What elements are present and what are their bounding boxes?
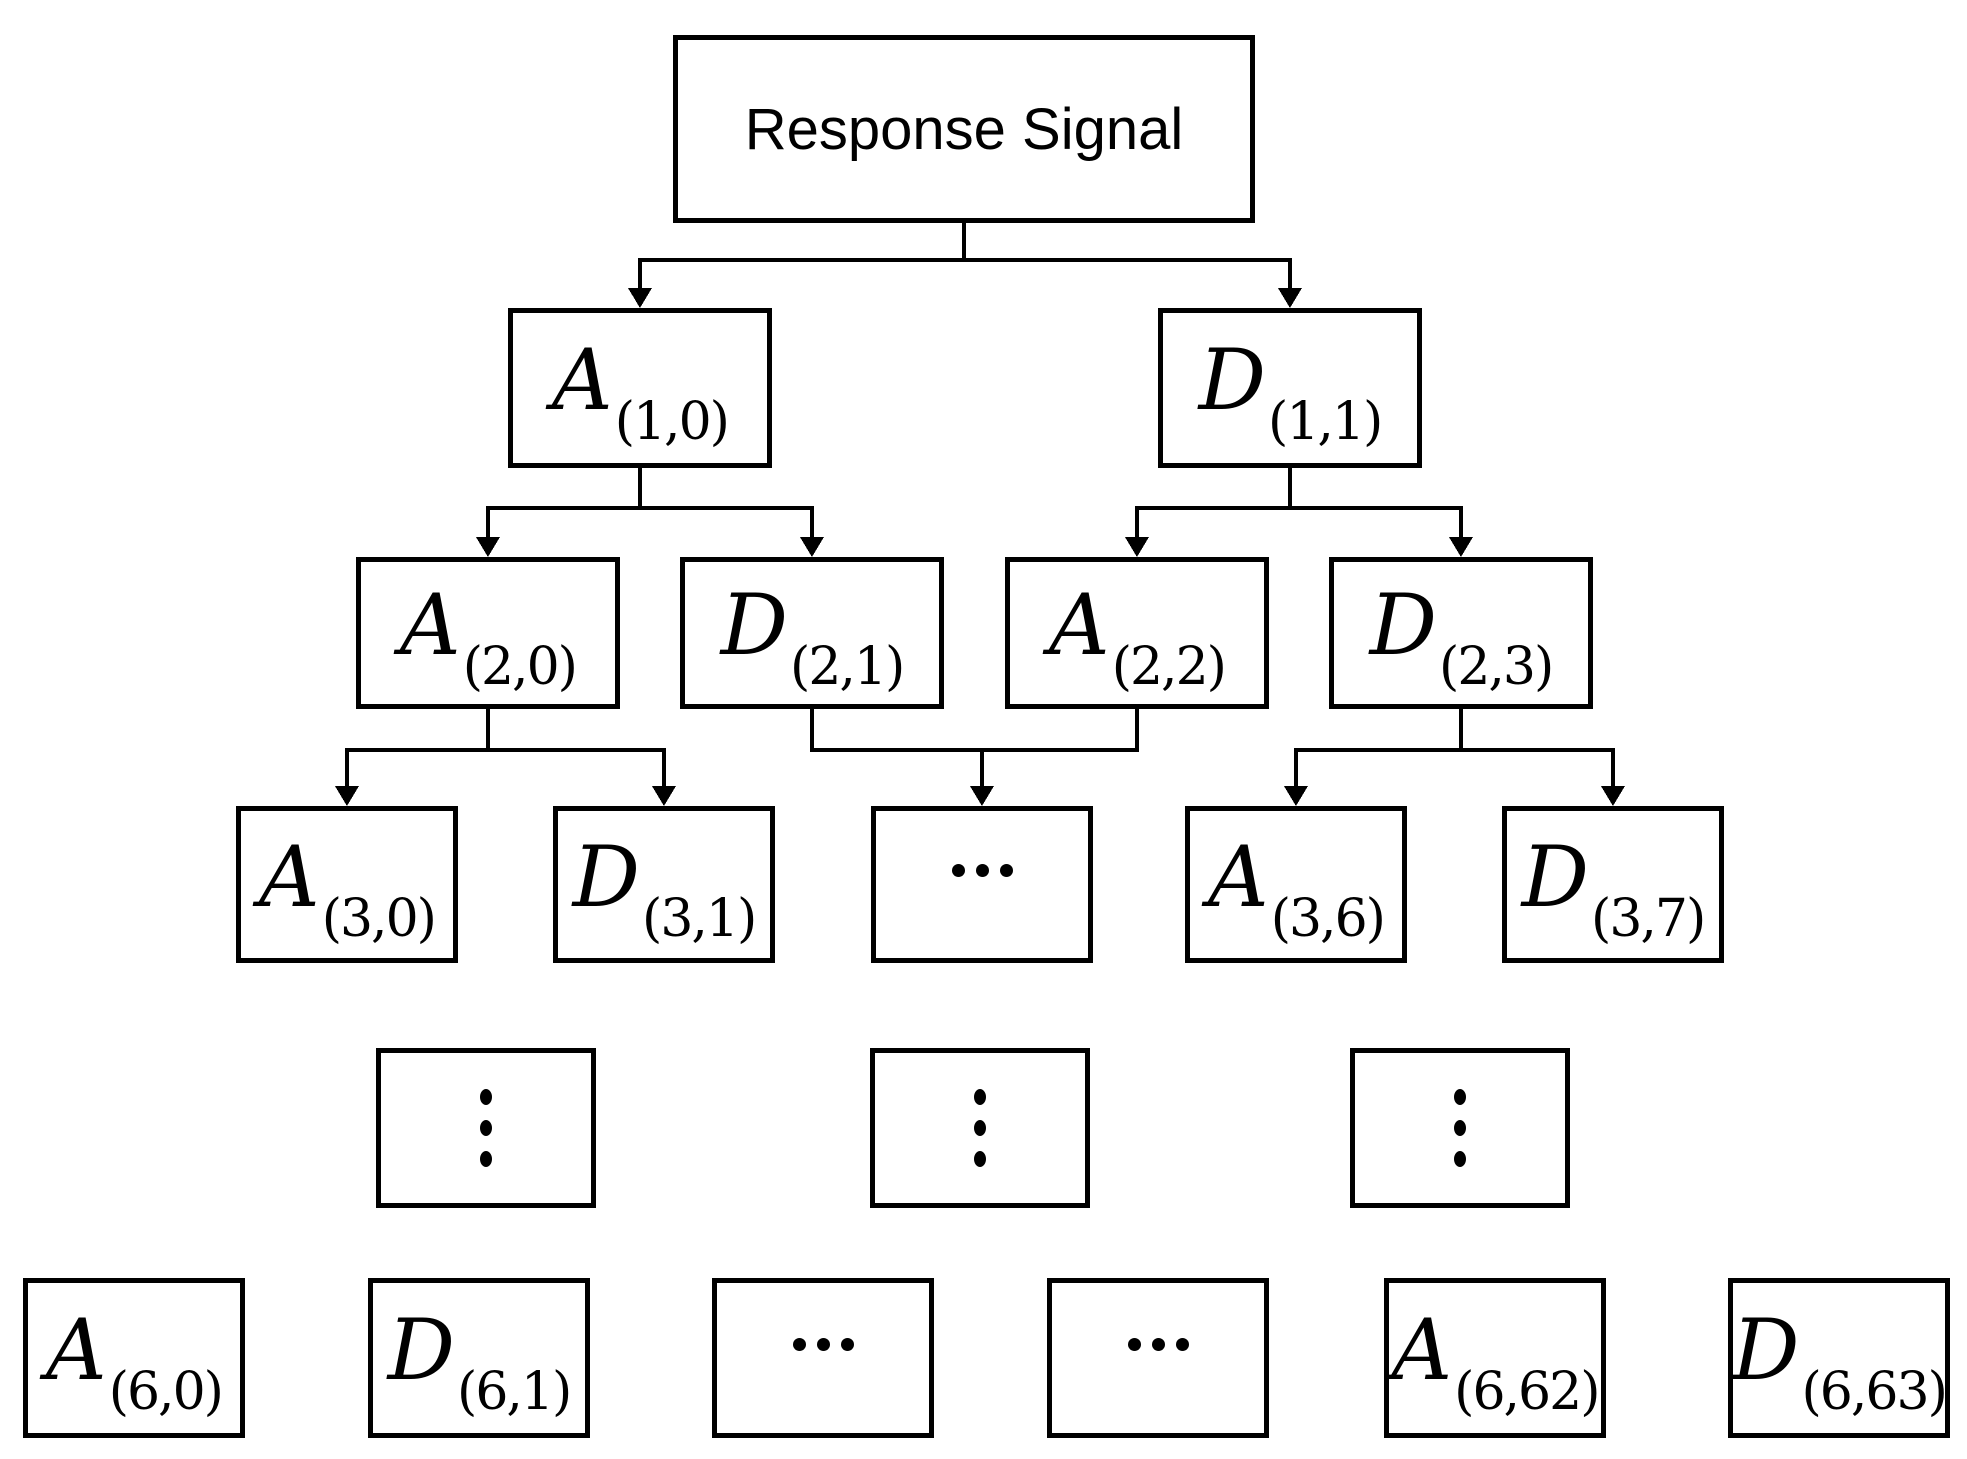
- ellipsis-vertical-icon: [974, 1089, 986, 1167]
- ellipsis-vertical-icon: [480, 1089, 492, 1167]
- node-d-6-63: D(6,63): [1728, 1278, 1950, 1438]
- node-d-3-1: D(3,1): [553, 806, 775, 963]
- node-d-6-1-label: D(6,1): [387, 1301, 573, 1422]
- node-d-6-1: D(6,1): [368, 1278, 590, 1438]
- node-a-6-0-label: A(6,0): [46, 1301, 224, 1422]
- node-d-3-7-label: D(3,7): [1521, 827, 1707, 949]
- node-a-2-0: A(2,0): [356, 557, 620, 709]
- arrowhead-into-a22: [1125, 537, 1149, 557]
- node-d-3-7: D(3,7): [1502, 806, 1724, 963]
- arrowhead-into-a10: [628, 288, 652, 308]
- response-signal-label: Response Signal: [744, 96, 1184, 162]
- arrowhead-into-level3-ellipsis: [970, 786, 994, 806]
- node-a-6-0: A(6,0): [23, 1278, 245, 1438]
- node-d-1-1-label: D(1,1): [1198, 331, 1384, 452]
- arrowhead-into-d23: [1449, 537, 1473, 557]
- node-a-3-0-label: A(3,0): [259, 827, 437, 949]
- node-response-signal: Response Signal: [673, 35, 1255, 223]
- node-a-6-62-label: A(6,62): [1391, 1301, 1600, 1422]
- node-a-6-62: A(6,62): [1384, 1278, 1606, 1438]
- node-a-2-0-label: A(2,0): [400, 576, 578, 697]
- arrowhead-into-a36: [1284, 786, 1308, 806]
- node-d-2-1-label: D(2,1): [720, 576, 906, 697]
- arrowhead-into-a20: [476, 537, 500, 557]
- node-d-1-1: D(1,1): [1158, 308, 1422, 468]
- node-d-2-3-label: D(2,3): [1369, 576, 1555, 697]
- node-vertical-ellipsis-middle: [870, 1048, 1090, 1208]
- node-level6-ellipsis-left: [712, 1278, 934, 1438]
- arrowhead-into-d37: [1601, 786, 1625, 806]
- node-a-3-6-label: A(3,6): [1208, 827, 1386, 949]
- arrowhead-into-d11: [1278, 288, 1302, 308]
- node-d-6-63-label: D(6,63): [1732, 1301, 1948, 1422]
- node-a-1-0: A(1,0): [508, 308, 772, 468]
- node-level3-ellipsis: [871, 806, 1093, 963]
- arrowhead-into-a30: [335, 786, 359, 806]
- node-a-3-6: A(3,6): [1185, 806, 1407, 963]
- node-a-1-0-label: A(1,0): [552, 331, 730, 452]
- ellipsis-horizontal-icon: [792, 1337, 854, 1351]
- arrowhead-into-d21: [800, 537, 824, 557]
- node-a-2-2-label: A(2,2): [1049, 576, 1227, 697]
- node-a-3-0: A(3,0): [236, 806, 458, 963]
- node-vertical-ellipsis-right: [1350, 1048, 1570, 1208]
- arrowhead-into-d31: [652, 786, 676, 806]
- node-level6-ellipsis-right: [1047, 1278, 1269, 1438]
- ellipsis-horizontal-icon: [1127, 1337, 1189, 1351]
- node-d-2-1: D(2,1): [680, 557, 944, 709]
- node-d-3-1-label: D(3,1): [572, 827, 758, 949]
- node-a-2-2: A(2,2): [1005, 557, 1269, 709]
- ellipsis-horizontal-icon: [951, 864, 1013, 877]
- node-d-2-3: D(2,3): [1329, 557, 1593, 709]
- ellipsis-vertical-icon: [1454, 1089, 1466, 1167]
- node-vertical-ellipsis-left: [376, 1048, 596, 1208]
